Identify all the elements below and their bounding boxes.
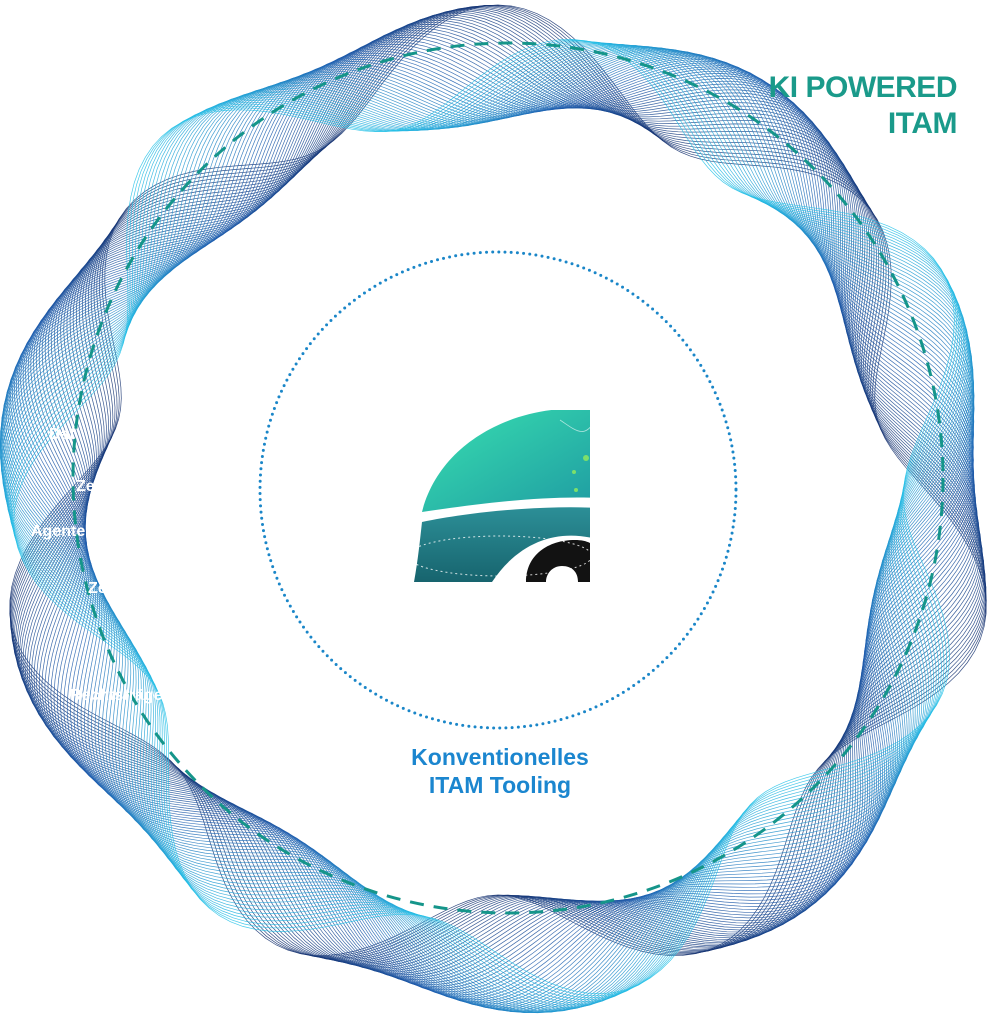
- wave-line: [38, 34, 976, 984]
- wave-line: [7, 56, 974, 1006]
- wave-line: [9, 40, 961, 1001]
- wave-line: [0, 45, 973, 1013]
- logo-orbit-line: [412, 535, 590, 577]
- logo-dot: [583, 455, 589, 461]
- conventional-itam-label: Konventionelles ITAM Tooling: [300, 744, 700, 799]
- faint-label: Dat: [49, 426, 75, 443]
- wave-line: [8, 57, 974, 1005]
- wave-line: [27, 43, 975, 991]
- ki-powered-itam-label: KI POWERED ITAM: [768, 70, 958, 142]
- logo-dark-swoosh: [526, 540, 590, 582]
- wave-line: [11, 59, 974, 1002]
- wave-line: [10, 59, 974, 1004]
- ki-powered-line-2: ITAM: [887, 107, 958, 140]
- wave-line: [10, 40, 959, 999]
- wave-line: [20, 50, 974, 996]
- wave-ribbon-ring: [0, 4, 987, 1014]
- wave-line: [1, 44, 972, 1012]
- logo-dot: [572, 470, 576, 474]
- center-logo: [412, 410, 590, 582]
- wave-line: [22, 48, 974, 994]
- logo-highlight: [559, 419, 590, 432]
- wave-line: [19, 14, 982, 969]
- faint-label: Agenten: [31, 523, 95, 540]
- wave-line: [13, 39, 955, 995]
- wave-line: [0, 45, 973, 1013]
- wave-line: [24, 19, 980, 973]
- wave-line: [25, 45, 975, 993]
- faint-label: Zen: [76, 478, 105, 495]
- wave-line: [20, 16, 982, 970]
- wave-line: [1, 44, 971, 1011]
- wave-line: [33, 39, 975, 987]
- logo-top-arc: [422, 410, 590, 512]
- logo-mid-band: [414, 507, 590, 582]
- outer-dashed-ring: [71, 41, 945, 915]
- wave-line: [30, 41, 975, 989]
- ki-powered-line-1: KI POWERED: [768, 71, 958, 104]
- faint-label: Rechtsträger: [70, 687, 169, 704]
- wave-line: [36, 30, 977, 980]
- conventional-line-1: Konventionelles: [411, 744, 589, 770]
- faint-label: Zeit: [88, 580, 117, 597]
- wave-line: [7, 41, 964, 1004]
- inner-dotted-ring: [258, 250, 738, 730]
- logo-dot: [574, 488, 578, 492]
- wave-line: [38, 32, 977, 982]
- wave-line: [35, 37, 976, 986]
- wave-line: [22, 18, 981, 972]
- conventional-line-2: ITAM Tooling: [428, 771, 572, 798]
- wave-line: [8, 41, 963, 1002]
- wave-line: [12, 39, 957, 997]
